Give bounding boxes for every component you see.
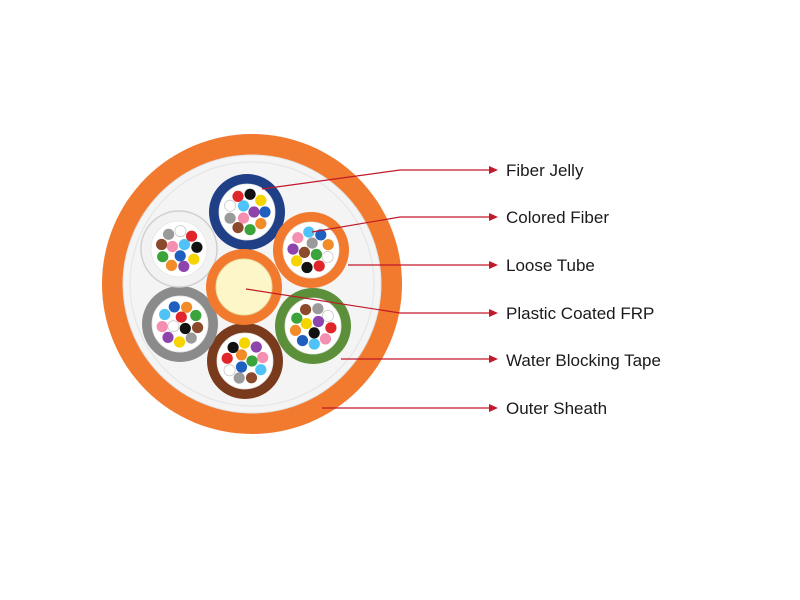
colored-fiber bbox=[255, 218, 267, 230]
colored-fiber bbox=[325, 322, 337, 334]
colored-fiber bbox=[313, 260, 325, 272]
colored-fiber bbox=[174, 225, 187, 238]
colored-fiber bbox=[322, 239, 334, 251]
leader-water-blocking-tape bbox=[341, 355, 498, 363]
leader-fiber-jelly bbox=[261, 166, 498, 190]
inner-tape-ring bbox=[129, 161, 375, 407]
loose-tube-blue bbox=[209, 174, 285, 250]
colored-fiber bbox=[250, 341, 262, 353]
colored-fiber bbox=[244, 188, 256, 200]
colored-fiber bbox=[257, 351, 269, 364]
colored-fiber bbox=[221, 352, 233, 364]
colored-fiber bbox=[232, 190, 244, 202]
colored-fiber bbox=[237, 212, 250, 224]
colored-fiber bbox=[306, 237, 318, 249]
colored-fiber bbox=[175, 311, 187, 323]
colored-fiber bbox=[159, 308, 171, 321]
colored-fiber bbox=[167, 320, 180, 333]
colored-fiber bbox=[224, 199, 237, 212]
colored-fiber bbox=[303, 226, 315, 238]
label-colored-fiber: Colored Fiber bbox=[506, 208, 609, 227]
colored-fiber bbox=[179, 322, 191, 335]
colored-fiber bbox=[296, 335, 309, 347]
colored-fiber bbox=[321, 250, 334, 263]
colored-fiber bbox=[235, 361, 248, 373]
frp-core bbox=[215, 258, 273, 316]
colored-fiber bbox=[300, 318, 312, 330]
colored-fiber bbox=[244, 224, 256, 236]
colored-fiber bbox=[185, 332, 197, 344]
colored-fiber bbox=[310, 248, 322, 261]
labels: Fiber Jelly Colored Fiber Loose Tube Pla… bbox=[506, 161, 661, 418]
colored-fiber bbox=[237, 200, 250, 212]
leader-colored-fiber bbox=[311, 213, 498, 233]
colored-fiber bbox=[163, 228, 175, 240]
colored-fiber bbox=[301, 261, 313, 274]
colored-fiber bbox=[312, 303, 324, 315]
colored-fiber bbox=[308, 327, 320, 339]
colored-fiber bbox=[259, 206, 271, 218]
colored-fiber bbox=[255, 194, 267, 206]
colored-fiber bbox=[162, 331, 174, 343]
colored-fiber bbox=[168, 301, 180, 313]
colored-fiber bbox=[321, 309, 334, 322]
colored-fiber bbox=[315, 229, 327, 241]
colored-fiber bbox=[173, 336, 186, 348]
colored-fiber bbox=[239, 337, 251, 349]
loose-tube-white bbox=[140, 210, 218, 288]
loose-tube-brown bbox=[207, 323, 283, 399]
leader-plastic-coated-frp bbox=[245, 288, 498, 317]
colored-fiber bbox=[191, 241, 203, 253]
colored-fiber bbox=[156, 238, 168, 251]
colored-fiber bbox=[300, 304, 312, 316]
colored-fiber bbox=[289, 324, 302, 336]
colored-fiber bbox=[319, 333, 332, 345]
colored-fiber bbox=[166, 240, 178, 253]
colored-fiber bbox=[224, 212, 236, 224]
cable bbox=[102, 134, 402, 434]
colored-fiber bbox=[223, 364, 236, 377]
colored-fiber bbox=[190, 309, 202, 322]
colored-fiber bbox=[192, 322, 204, 334]
colored-fiber bbox=[157, 251, 169, 263]
label-loose-tube: Loose Tube bbox=[506, 256, 595, 275]
colored-fiber bbox=[165, 259, 178, 271]
colored-fiber bbox=[188, 253, 200, 265]
colored-fiber bbox=[308, 338, 320, 350]
loose-tube-green bbox=[275, 288, 351, 364]
label-water-blocking-tape: Water Blocking Tape bbox=[506, 351, 661, 370]
leader-loose-tube bbox=[348, 261, 498, 269]
colored-fiber bbox=[312, 315, 324, 328]
colored-fiber bbox=[246, 355, 258, 367]
loose-tubes bbox=[140, 174, 351, 399]
colored-fiber bbox=[178, 260, 190, 272]
colored-fiber bbox=[186, 230, 198, 242]
colored-fiber bbox=[248, 206, 260, 218]
label-outer-sheath: Outer Sheath bbox=[506, 399, 607, 418]
colored-fiber bbox=[156, 321, 168, 333]
colored-fiber bbox=[227, 341, 239, 354]
colored-fiber bbox=[178, 239, 190, 251]
label-plastic-coated-frp: Plastic Coated FRP bbox=[506, 304, 654, 323]
label-fiber-jelly: Fiber Jelly bbox=[506, 161, 584, 180]
colored-fiber bbox=[245, 372, 258, 384]
colored-fiber bbox=[232, 222, 244, 234]
colored-fiber bbox=[181, 301, 193, 313]
colored-fiber bbox=[233, 372, 245, 384]
colored-fiber bbox=[235, 349, 248, 361]
leader-lines bbox=[245, 166, 498, 412]
colored-fiber bbox=[174, 250, 186, 262]
colored-fiber bbox=[298, 246, 310, 258]
colored-fiber bbox=[255, 364, 267, 376]
leader-outer-sheath bbox=[322, 404, 498, 412]
loose-tube-orange bbox=[273, 212, 349, 288]
colored-fiber bbox=[291, 312, 303, 324]
loose-tube-gray bbox=[142, 286, 218, 362]
colored-fiber bbox=[287, 243, 299, 255]
colored-fiber bbox=[292, 232, 304, 244]
colored-fiber bbox=[291, 255, 303, 267]
